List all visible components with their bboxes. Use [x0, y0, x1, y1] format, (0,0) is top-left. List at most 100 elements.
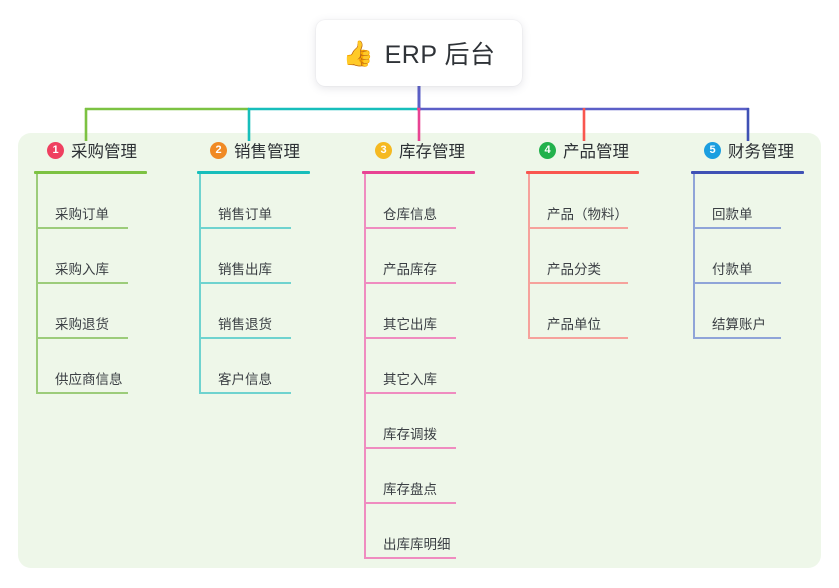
- branch-header-rule: [197, 171, 310, 174]
- branch-item-rule: [364, 282, 456, 284]
- diagram-panel-background: [18, 133, 821, 568]
- branch-item[interactable]: 结算账户: [690, 284, 804, 339]
- branch-item-list: 采购订单采购入库采购退货供应商信息: [33, 174, 147, 394]
- branch-item[interactable]: 产品分类: [525, 229, 639, 284]
- branch-item[interactable]: 供应商信息: [33, 339, 147, 394]
- branch-title: 采购管理: [71, 143, 137, 161]
- branch-number-badge: 4: [539, 141, 556, 159]
- branch-header-rule: [691, 171, 804, 174]
- branch-item-label: 库存调拨: [383, 427, 437, 442]
- branch-item-label: 仓库信息: [383, 207, 437, 222]
- branch-item-label: 采购退货: [55, 317, 109, 332]
- branch-item-list: 产品（物料） 产品分类产品单位: [525, 174, 639, 339]
- branch-item-rule: [528, 227, 628, 229]
- branch-item-label: 回款单: [712, 207, 753, 222]
- branch-header-rule: [526, 171, 639, 174]
- branch-item[interactable]: 库存调拨: [361, 394, 475, 449]
- branch-item-label: 付款单: [712, 262, 753, 277]
- branch-column-3: 3 库存管理仓库信息产品库存其它出库其它入库库存调拨库存盘点出库库明细: [361, 133, 475, 559]
- branch-item-rule: [36, 337, 128, 339]
- branch-spine: [693, 174, 695, 339]
- branch-item-label: 供应商信息: [55, 372, 123, 387]
- branch-header-4[interactable]: 4 产品管理: [525, 133, 639, 167]
- branch-spine: [36, 174, 38, 394]
- branch-header-rule: [362, 171, 475, 174]
- branch-item[interactable]: 出库库明细: [361, 504, 475, 559]
- branch-item[interactable]: 销售订单: [196, 174, 310, 229]
- branch-item-rule: [364, 337, 456, 339]
- branch-column-4: 4 产品管理产品（物料） 产品分类产品单位: [525, 133, 639, 339]
- branch-item-rule: [364, 447, 456, 449]
- branch-item-label: 产品单位: [547, 317, 601, 332]
- branch-item-label: 结算账户: [712, 317, 766, 332]
- branch-number-badge: 3: [375, 141, 392, 159]
- branch-item-label: 库存盘点: [383, 482, 437, 497]
- branch-item-label: 产品库存: [383, 262, 437, 277]
- branch-item-label: 采购入库: [55, 262, 109, 277]
- branch-item-label: 销售订单: [218, 207, 272, 222]
- branch-item[interactable]: 销售出库: [196, 229, 310, 284]
- thumbs-up-icon: 👍: [342, 38, 374, 68]
- branch-item[interactable]: 采购退货: [33, 284, 147, 339]
- branch-item-rule: [36, 392, 128, 394]
- branch-item[interactable]: 其它入库: [361, 339, 475, 394]
- branch-item[interactable]: 其它出库: [361, 284, 475, 339]
- branch-title: 产品管理: [563, 143, 629, 161]
- branch-item[interactable]: 回款单: [690, 174, 804, 229]
- branch-header-1[interactable]: 1 采购管理: [33, 133, 147, 167]
- branch-item-label: 销售退货: [218, 317, 272, 332]
- branch-item-rule: [364, 227, 456, 229]
- branch-item-rule: [364, 557, 456, 559]
- branch-item[interactable]: 产品库存: [361, 229, 475, 284]
- branch-number-badge: 1: [47, 141, 64, 159]
- branch-item[interactable]: 客户信息: [196, 339, 310, 394]
- branch-item-rule: [36, 227, 128, 229]
- branch-item[interactable]: 采购入库: [33, 229, 147, 284]
- branch-item-label: 销售出库: [218, 262, 272, 277]
- branch-item-rule: [199, 282, 291, 284]
- branch-item[interactable]: 销售退货: [196, 284, 310, 339]
- branch-number-badge: 2: [210, 141, 227, 159]
- branch-item-label: 出库库明细: [383, 537, 451, 552]
- branch-item-rule: [199, 227, 291, 229]
- branch-item-label: 产品分类: [547, 262, 601, 277]
- branch-item-rule: [693, 282, 781, 284]
- branch-item-list: 销售订单销售出库销售退货客户信息: [196, 174, 310, 394]
- branch-item-label: 采购订单: [55, 207, 109, 222]
- branch-item[interactable]: 仓库信息: [361, 174, 475, 229]
- branch-column-1: 1 采购管理采购订单采购入库采购退货供应商信息: [33, 133, 147, 394]
- branch-header-rule: [34, 171, 147, 174]
- branch-spine: [199, 174, 201, 394]
- branch-title: 财务管理: [728, 143, 794, 161]
- branch-item-rule: [528, 282, 628, 284]
- branch-title: 库存管理: [399, 143, 465, 161]
- branch-item-rule: [693, 227, 781, 229]
- branch-item[interactable]: 付款单: [690, 229, 804, 284]
- branch-item-rule: [693, 337, 781, 339]
- branch-spine: [364, 174, 366, 559]
- branch-item-rule: [199, 392, 291, 394]
- branch-item-rule: [364, 502, 456, 504]
- branch-item-rule: [199, 337, 291, 339]
- branch-item[interactable]: 产品（物料）: [525, 174, 639, 229]
- root-node[interactable]: 👍 ERP 后台: [316, 20, 522, 86]
- branch-item[interactable]: 采购订单: [33, 174, 147, 229]
- branch-spine: [528, 174, 530, 339]
- branch-item[interactable]: 库存盘点: [361, 449, 475, 504]
- branch-item-rule: [528, 337, 628, 339]
- branch-item-list: 回款单付款单结算账户: [690, 174, 804, 339]
- branch-item-label: 其它入库: [383, 372, 437, 387]
- branch-item-list: 仓库信息产品库存其它出库其它入库库存调拨库存盘点出库库明细: [361, 174, 475, 559]
- branch-item-label: 其它出库: [383, 317, 437, 332]
- branch-item[interactable]: 产品单位: [525, 284, 639, 339]
- branch-item-rule: [364, 392, 456, 394]
- branch-item-rule: [36, 282, 128, 284]
- branch-header-3[interactable]: 3 库存管理: [361, 133, 475, 167]
- branch-item-label: 客户信息: [218, 372, 272, 387]
